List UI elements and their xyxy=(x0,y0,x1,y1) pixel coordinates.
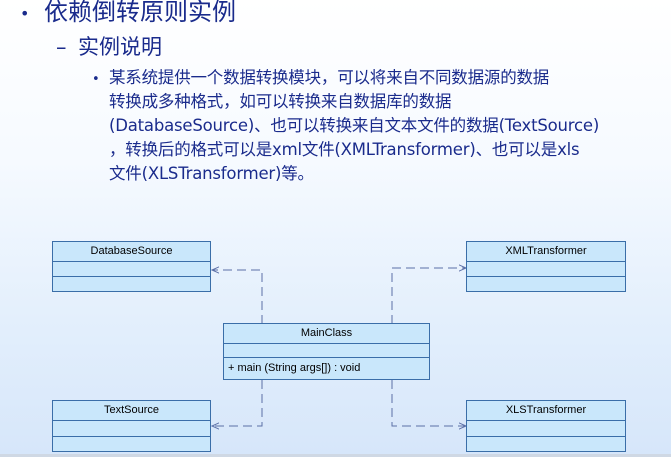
class-name: XMLTransformer xyxy=(467,242,625,262)
class-operations xyxy=(467,437,625,451)
class-mainclass[interactable]: MainClass + main (String args[]) : void xyxy=(223,323,430,380)
body-bullet: • xyxy=(92,72,100,87)
heading-text: 依赖倒转原则实例 xyxy=(44,0,236,26)
heading-bullet: • xyxy=(20,3,30,23)
class-name: XLSTransformer xyxy=(467,401,625,421)
body-line: ，转换后的格式可以是xml文件(XMLTransformer)、也可以是xls xyxy=(109,140,580,159)
class-attributes xyxy=(53,421,210,437)
body-line: 转换成多种格式，如可以转换来自数据库的数据 xyxy=(109,92,452,111)
body-paragraph: 某系统提供一个数据转换模块，可以将来自不同数据源的数据 转换成多种格式，如可以转… xyxy=(109,66,661,186)
body-line: 某系统提供一个数据转换模块，可以将来自不同数据源的数据 xyxy=(109,68,550,87)
dependency-arrow-xlstransformer xyxy=(391,380,466,426)
body-line: (DatabaseSource)、也可以转换来自文本文件的数据(TextSour… xyxy=(109,116,600,135)
class-xmltransformer[interactable]: XMLTransformer xyxy=(466,241,626,292)
class-operations xyxy=(53,277,210,291)
class-attributes xyxy=(467,262,625,277)
class-operation-main: + main (String args[]) : void xyxy=(228,362,361,374)
slide-bottom-border xyxy=(0,454,671,457)
class-attributes xyxy=(53,262,210,277)
class-attributes xyxy=(467,421,625,437)
slide-heading: • 依赖倒转原则实例 xyxy=(20,0,236,27)
dependency-arrow-databasesource xyxy=(212,270,263,324)
class-name: TextSource xyxy=(53,401,210,421)
dependency-arrow-textsource xyxy=(212,380,263,426)
class-databasesource[interactable]: DatabaseSource xyxy=(52,241,211,292)
class-name: MainClass xyxy=(224,324,429,344)
body-line: 文件(XLSTransformer)等。 xyxy=(109,164,314,183)
dependency-arrow-xmltransformer xyxy=(391,268,466,324)
class-xlstransformer[interactable]: XLSTransformer xyxy=(466,400,626,452)
subheading-text: 实例说明 xyxy=(78,35,162,59)
class-name: DatabaseSource xyxy=(53,242,210,262)
class-attributes xyxy=(224,344,429,358)
subheading-dash: – xyxy=(56,35,67,59)
class-textsource[interactable]: TextSource xyxy=(52,400,211,452)
class-operations xyxy=(53,437,210,451)
class-operations xyxy=(467,277,625,291)
slide-subheading: –实例说明 xyxy=(56,31,162,61)
